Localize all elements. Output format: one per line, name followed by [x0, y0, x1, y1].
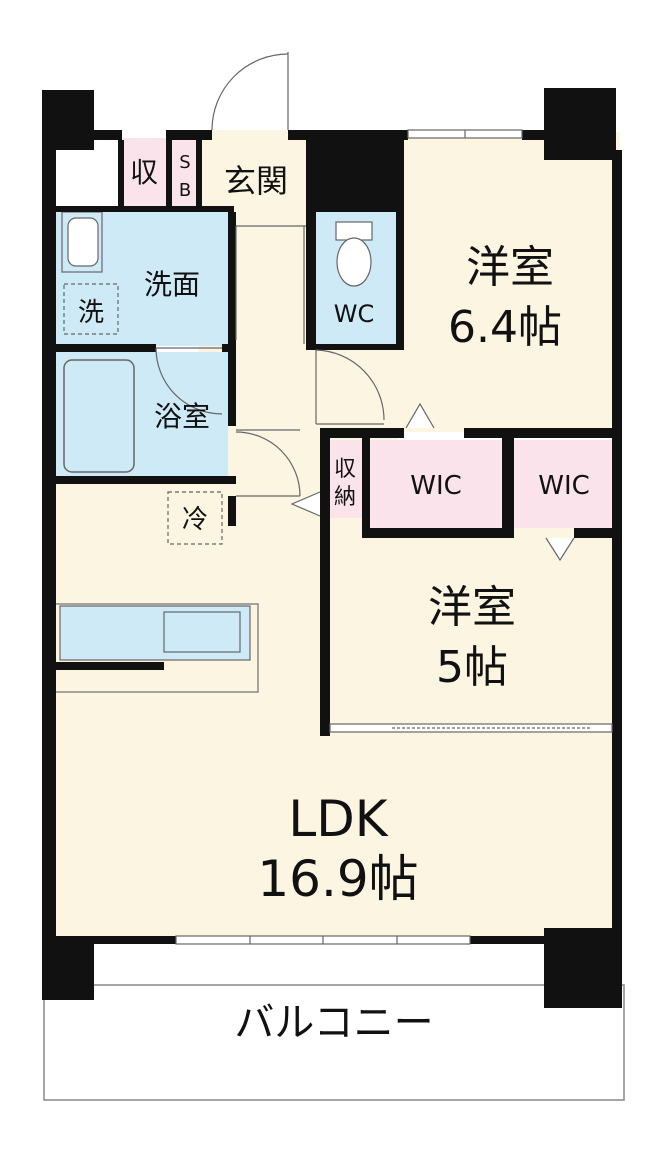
- shoebox-b-label: B: [179, 180, 191, 201]
- wash-basin: [61, 211, 103, 273]
- closet-label-top: 収: [334, 457, 356, 482]
- storage-floor: [122, 138, 166, 206]
- washer-label: 洗: [78, 298, 104, 328]
- labels: 収 S B 玄関 洗面 洗 WC 浴室 冷 洋室 6.4帖 収 納 WIC WI…: [78, 152, 590, 1046]
- fridge-label: 冷: [182, 505, 208, 535]
- shoebox-floor: [172, 138, 196, 206]
- windows: [175, 129, 613, 945]
- western1-size: 6.4帖: [448, 302, 562, 353]
- ldk-size: 16.9帖: [257, 850, 418, 908]
- western1-name: 洋室: [466, 242, 554, 293]
- western2-size: 5帖: [436, 642, 508, 693]
- fridge-space: [167, 491, 223, 545]
- western2-name: 洋室: [428, 582, 516, 633]
- western2-floor: [326, 538, 620, 724]
- toilet: [335, 221, 373, 287]
- balcony-area: [43, 984, 625, 1101]
- western1-floor: [398, 132, 620, 432]
- ldk-name: LDK: [288, 790, 388, 848]
- bathtub: [63, 359, 135, 473]
- closet-floor: [330, 440, 364, 518]
- wc-label: WC: [334, 300, 375, 328]
- closet-label-bottom: 納: [334, 485, 356, 510]
- walls: [42, 88, 622, 1008]
- bathroom-label: 浴室: [154, 400, 210, 433]
- entrance-label: 玄関: [224, 162, 288, 200]
- storage-label: 収: [130, 156, 158, 189]
- wic1-floor: [370, 440, 502, 528]
- shoebox-s-label: S: [179, 152, 190, 173]
- wic2-floor: [514, 440, 616, 528]
- washroom-label: 洗面: [144, 268, 200, 301]
- kitchen-counter: [56, 603, 259, 693]
- doors: [155, 52, 575, 562]
- balcony-label: バルコニー: [234, 1000, 433, 1046]
- washer-space: [63, 283, 119, 335]
- wic2-label: WIC: [538, 471, 590, 501]
- wic1-label: WIC: [410, 471, 462, 501]
